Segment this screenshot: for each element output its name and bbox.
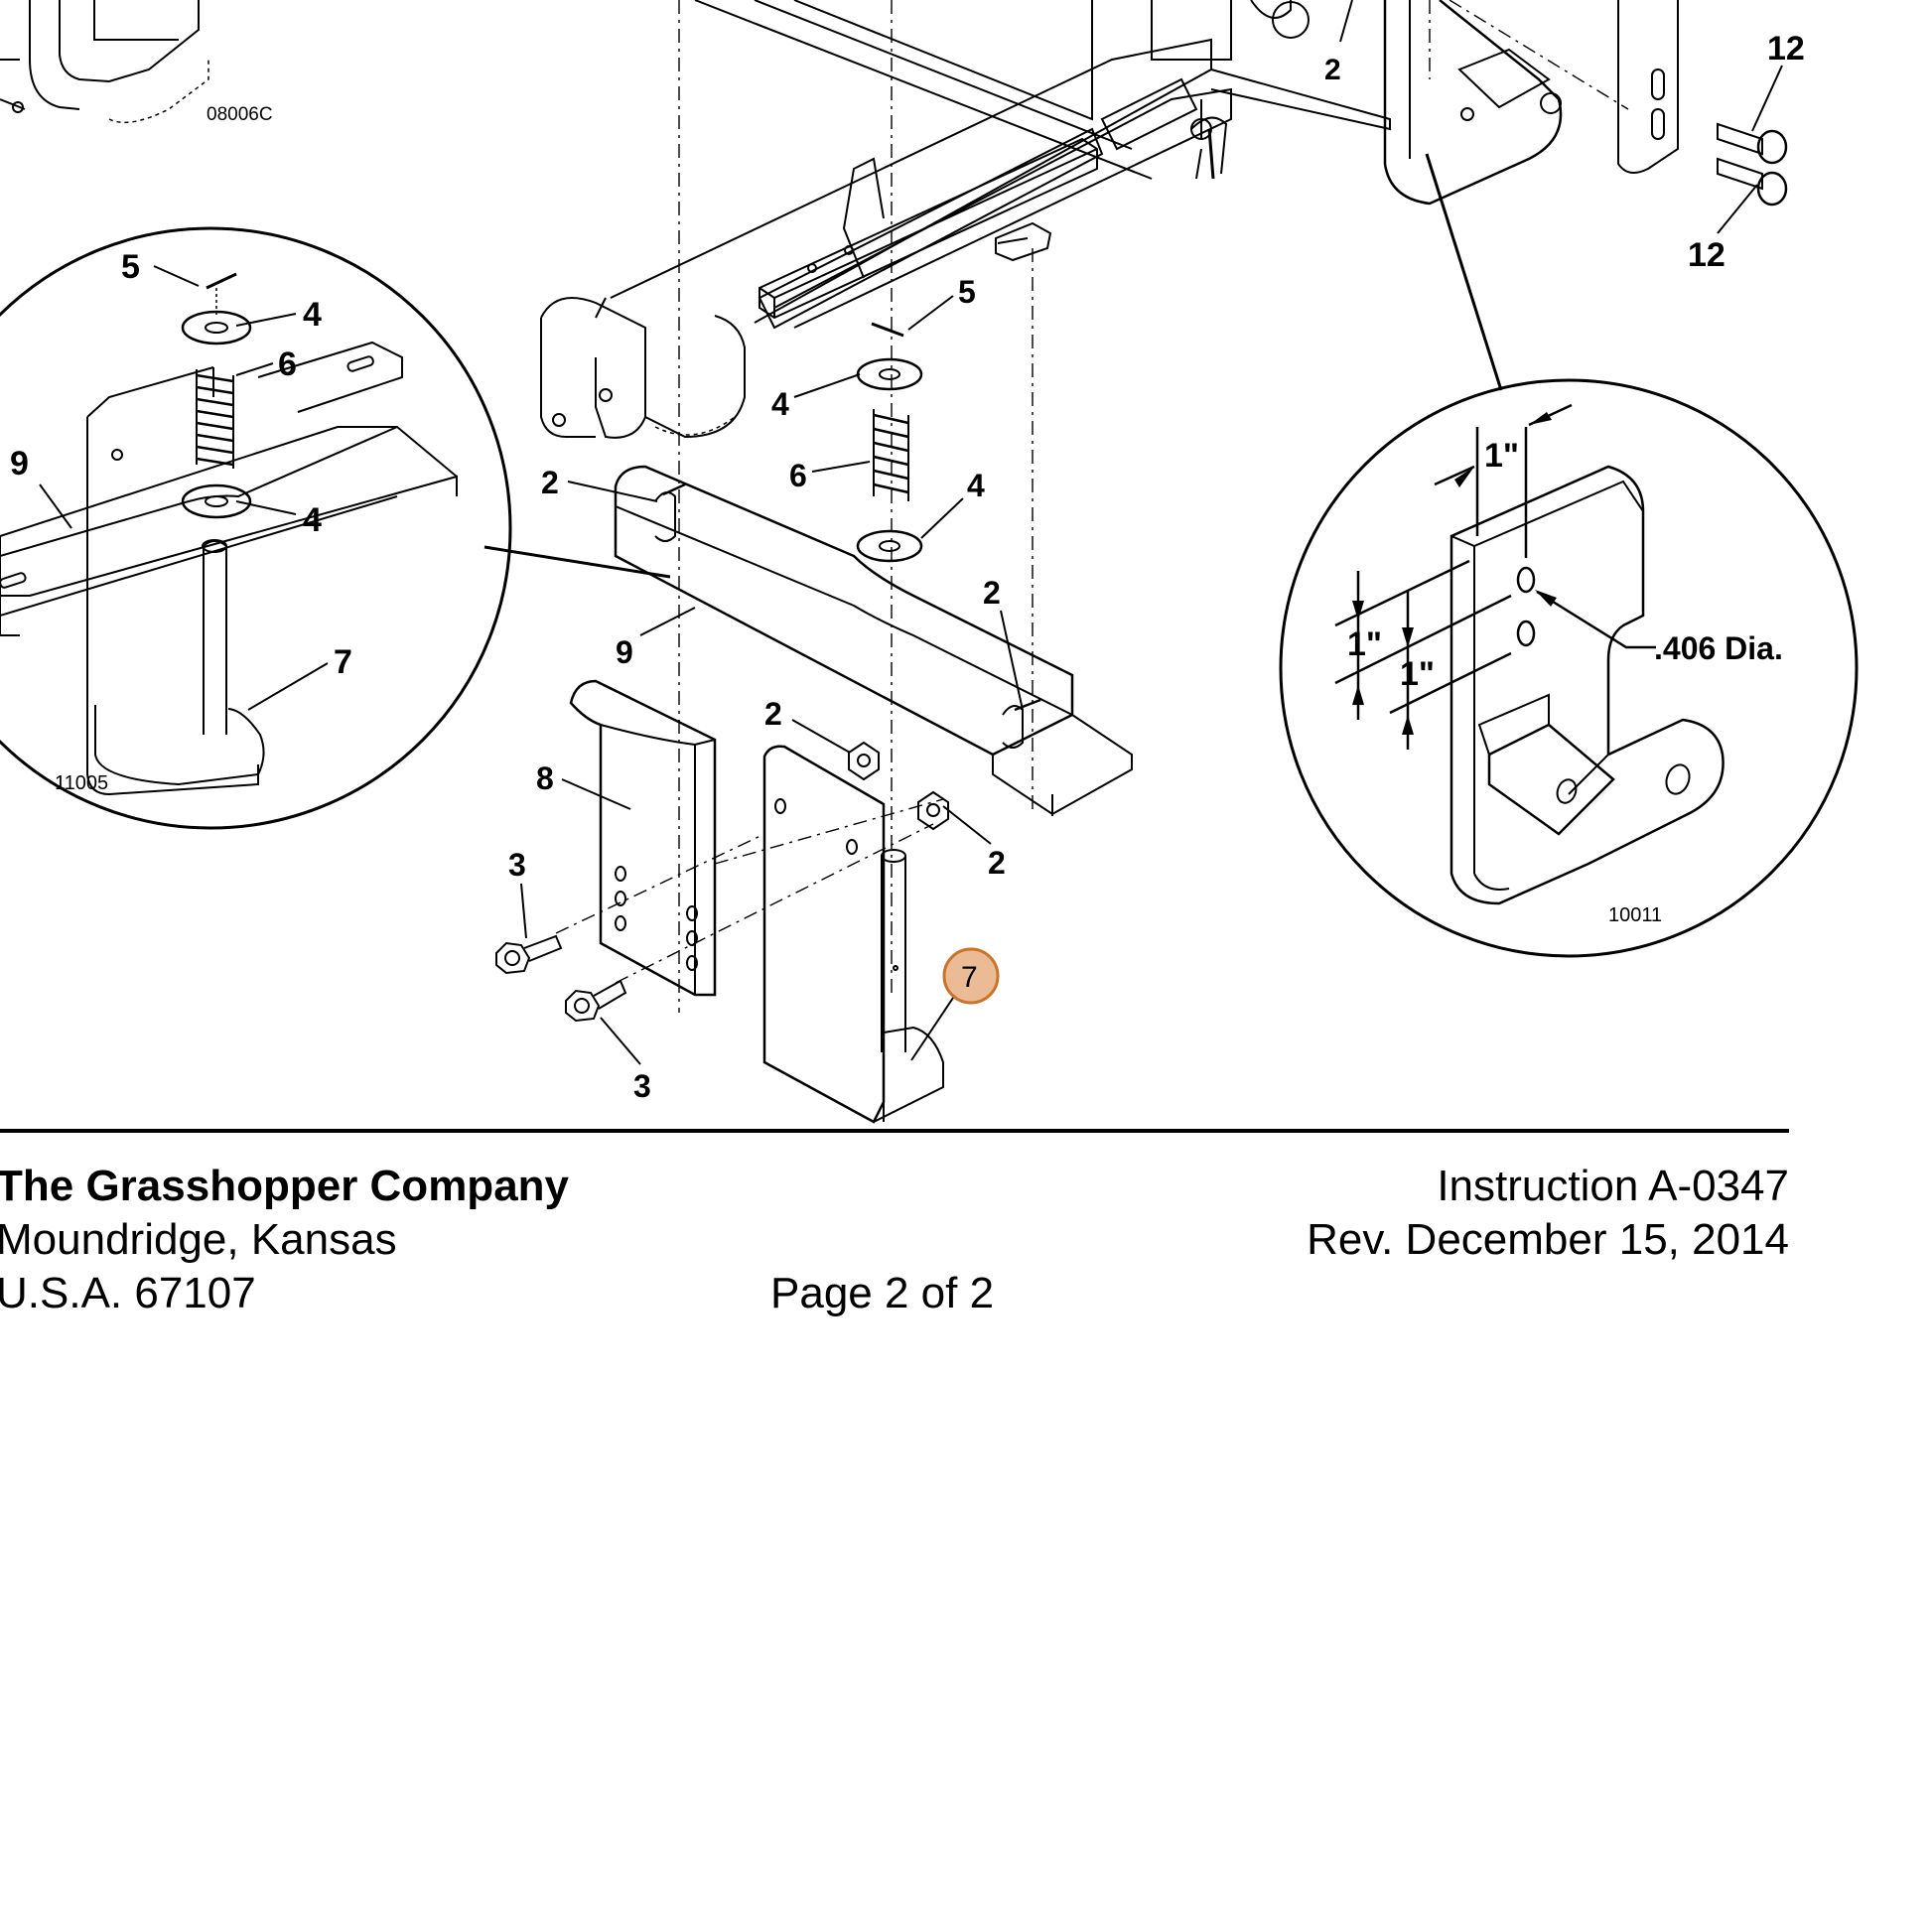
company-zip: U.S.A. 67107 — [0, 1269, 256, 1317]
dimension-lower: 1" — [1400, 655, 1435, 693]
callout-4: 4 — [967, 468, 985, 503]
callout-6: 6 — [278, 345, 297, 383]
detail-circle-right: 1" 1" 1" .406 Dia. 10011 — [1279, 378, 1859, 958]
ref-code-11005: 11005 — [55, 772, 108, 794]
detail-circle-left: 5 4 6 9 4 7 11005 — [0, 226, 671, 830]
page-number: Page 2 of 2 — [770, 1269, 995, 1317]
callout-2: 2 — [983, 575, 1001, 611]
top-left-partial-detail: 08006C — [0, 0, 273, 125]
callout-2: 2 — [541, 465, 559, 500]
callout-3: 3 — [633, 1068, 651, 1104]
callout-12: 12 — [1767, 30, 1805, 68]
callout-9: 9 — [616, 634, 633, 670]
company-name: The Grasshopper Company — [0, 1162, 570, 1210]
spring-main — [873, 409, 909, 501]
footer-divider — [0, 1129, 1789, 1133]
callout-12: 12 — [1688, 236, 1725, 274]
callout-7: 7 — [334, 643, 352, 681]
callout-5: 5 — [958, 274, 976, 310]
company-city: Moundridge, Kansas — [0, 1215, 397, 1264]
callout-4: 4 — [771, 386, 789, 422]
main-assembly: 12 12 2 5 4 6 4 2 9 2 2 2 8 3 3 7 — [495, 0, 1805, 1124]
callout-4: 4 — [303, 501, 322, 539]
callout-8: 8 — [536, 760, 554, 796]
callout-3: 3 — [508, 847, 526, 883]
callout-9: 9 — [10, 445, 29, 483]
revision-date: Rev. December 15, 2014 — [1307, 1215, 1789, 1264]
callout-4: 4 — [303, 296, 322, 334]
callout-5: 5 — [121, 248, 140, 286]
dimension-left: 1" — [1347, 625, 1382, 663]
callout-2: 2 — [988, 845, 1006, 881]
instruction-number: Instruction A-0347 — [1437, 1162, 1789, 1210]
callout-7-label: 7 — [961, 961, 978, 994]
hole-diameter: .406 Dia. — [1654, 630, 1783, 666]
callout-2: 2 — [1324, 54, 1341, 86]
callout-6: 6 — [789, 458, 807, 493]
ref-code-08006c: 08006C — [207, 104, 273, 125]
highlighted-callout-7[interactable]: 7 — [910, 947, 1000, 1061]
dimension-top: 1" — [1484, 437, 1519, 475]
highlight-marker[interactable] — [942, 947, 1000, 1005]
ref-code-10011: 10011 — [1608, 904, 1662, 926]
spring-detail — [196, 369, 234, 469]
callout-2: 2 — [764, 696, 782, 732]
